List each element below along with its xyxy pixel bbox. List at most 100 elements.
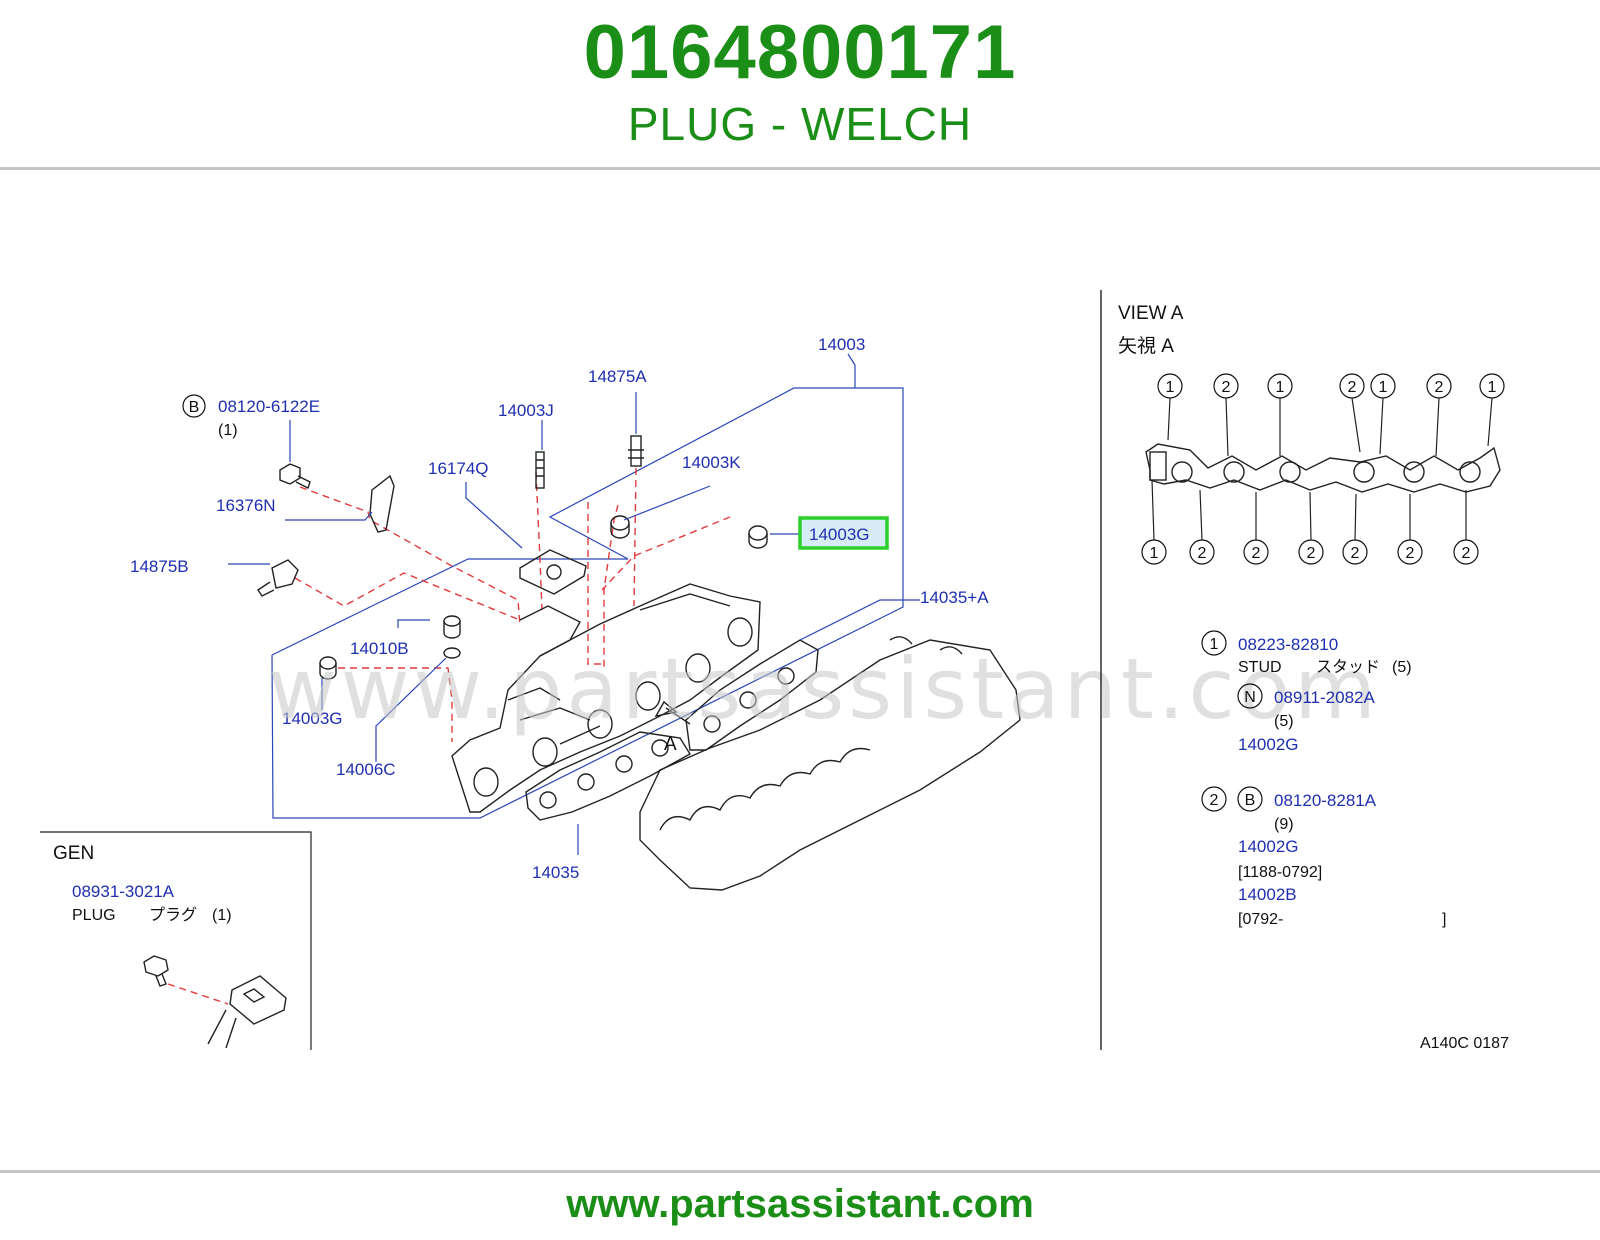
legend1-part2[interactable]: 08911-2082A: [1274, 688, 1375, 707]
svg-text:2: 2: [1307, 545, 1316, 562]
gasket-14035: [525, 731, 691, 855]
assembly-outline-14003: [271, 387, 904, 819]
svg-text:2: 2: [1351, 545, 1360, 562]
callout-14003j[interactable]: 14003J: [498, 401, 554, 420]
gen-plug-drawing: [143, 955, 287, 1049]
callout-14003g[interactable]: 14003G: [282, 709, 343, 728]
part-number-title: 0164800171: [583, 10, 1017, 95]
svg-text:1: 1: [1276, 379, 1285, 396]
svg-text:2: 2: [1435, 379, 1444, 396]
legend1-qty: (5): [1392, 659, 1412, 676]
legend2-range2-close: ]: [1442, 911, 1446, 928]
legend2-range1: [1188-0792]: [1238, 864, 1322, 881]
callout-14875b[interactable]: 14875B: [130, 557, 189, 576]
dash-line-14003g-top: [601, 516, 731, 591]
view-arrow-a: A: [654, 700, 691, 755]
sensor-14875b: [257, 559, 299, 597]
legend2-ref1[interactable]: 14002G: [1238, 837, 1299, 856]
callout-14003[interactable]: 14003: [818, 335, 865, 354]
dash-line-16174q: [587, 502, 602, 665]
svg-text:2: 2: [1210, 792, 1219, 809]
gen-box: GEN 08931-3021A PLUG プラグ (1): [40, 831, 312, 1050]
svg-text:2: 2: [1252, 545, 1261, 562]
dash-line-14875a: [633, 467, 637, 607]
leader-14003k: [623, 485, 711, 521]
top-circle-7: 1: [1479, 373, 1505, 399]
dash-line-14003j: [535, 471, 543, 611]
leader-14035a: [799, 599, 920, 641]
svg-text:1: 1: [1150, 545, 1159, 562]
view-a-title-jp: 矢視 A: [1118, 335, 1174, 357]
legend1-part[interactable]: 08223-82810: [1238, 635, 1338, 654]
dash-line-14875b: [294, 572, 521, 621]
svg-text:2: 2: [1406, 545, 1415, 562]
callout-14006c[interactable]: 14006C: [336, 760, 396, 779]
callout-14003k[interactable]: 14003K: [682, 453, 741, 472]
svg-text:1: 1: [1379, 379, 1388, 396]
legend1-ref[interactable]: 14002G: [1238, 735, 1299, 754]
bracket-16376n: [369, 474, 395, 533]
watermark-text: www.partsassistant.com: [268, 640, 1380, 738]
view-arrow-a-label: A: [664, 734, 677, 755]
callout-14035[interactable]: 14035: [532, 863, 579, 882]
bottom-circle-1: 1: [1141, 539, 1167, 565]
view-a-gasket-drawing: [1145, 443, 1501, 493]
legend2-qty: (9): [1274, 816, 1294, 833]
top-circle-1: 1: [1157, 373, 1183, 399]
svg-text:N: N: [1244, 689, 1256, 706]
svg-text:1: 1: [1488, 379, 1497, 396]
svg-text:1: 1: [1210, 636, 1219, 653]
gen-box-frame: [40, 831, 312, 1050]
sensor-14875a: [628, 435, 644, 467]
callout-16376n[interactable]: 16376N: [216, 496, 276, 515]
svg-text:2: 2: [1462, 545, 1471, 562]
leader-16174q: [465, 482, 523, 549]
badge-b-08120-6122e: B: [182, 394, 206, 418]
callout-14035a[interactable]: 14035+A: [920, 588, 989, 607]
view-a-title: VIEW A: [1118, 303, 1184, 324]
leader-14003: [847, 353, 856, 388]
bottom-circle-6: 2: [1397, 539, 1423, 565]
bottom-circle-3: 2: [1243, 539, 1269, 565]
gen-part-label[interactable]: 08931-3021A: [72, 882, 175, 901]
highlighted-callout-14003g-label[interactable]: 14003G: [809, 525, 870, 544]
view-a-bottom-circles: 1 2 2 2 2 2 2: [1141, 479, 1479, 565]
plug-14003g-lower: [319, 656, 337, 680]
bottom-circle-7: 2: [1453, 539, 1479, 565]
svg-text:2: 2: [1348, 379, 1357, 396]
leader-14010b: [397, 619, 430, 628]
legend2-part[interactable]: 08120-8281A: [1274, 791, 1377, 810]
drawing-code: A140C 0187: [1420, 1035, 1509, 1052]
gen-part-name-jp: プラグ: [149, 906, 197, 924]
legend1-qty2: (5): [1274, 713, 1294, 730]
leader-16376n: [285, 511, 373, 521]
highlighted-callout-14003g[interactable]: 14003G: [798, 516, 889, 550]
view-a-legend-2: 2 B 08120-8281A (9) 14002G [1188-0792] 1…: [1201, 786, 1446, 928]
footer-url[interactable]: www.partsassistant.com: [566, 1182, 1034, 1226]
washer-14006c: [443, 647, 461, 659]
callout-16174q[interactable]: 16174Q: [428, 459, 489, 478]
cylinder-head: [639, 636, 1021, 891]
svg-text:B: B: [1245, 792, 1256, 809]
top-circle-6: 2: [1426, 373, 1452, 399]
view-a-top-circles: 1 2 1 2 1 2 1: [1157, 373, 1505, 457]
part-description: PLUG - WELCH: [627, 98, 973, 150]
gen-part-qty: (1): [212, 907, 232, 924]
header-divider: [0, 167, 1600, 170]
callout-14875a[interactable]: 14875A: [588, 367, 647, 386]
footer-divider: [0, 1170, 1600, 1173]
legend2-ref2[interactable]: 14002B: [1238, 885, 1297, 904]
callout-14010b[interactable]: 14010B: [350, 639, 409, 658]
dash-line-14003g-left: [338, 667, 453, 742]
plug-14010b: [443, 615, 461, 639]
callout-08120-6122e[interactable]: 08120-6122E: [218, 397, 320, 416]
dash-line-14003k: [603, 504, 619, 670]
plug-14003k: [610, 515, 630, 539]
leader-14006c: [375, 657, 447, 762]
stud-14003j: [535, 451, 545, 489]
top-circle-5: 1: [1370, 373, 1396, 399]
dash-line-16376n: [299, 486, 521, 627]
svg-text:2: 2: [1222, 379, 1231, 396]
gen-box-title: GEN: [53, 843, 94, 864]
